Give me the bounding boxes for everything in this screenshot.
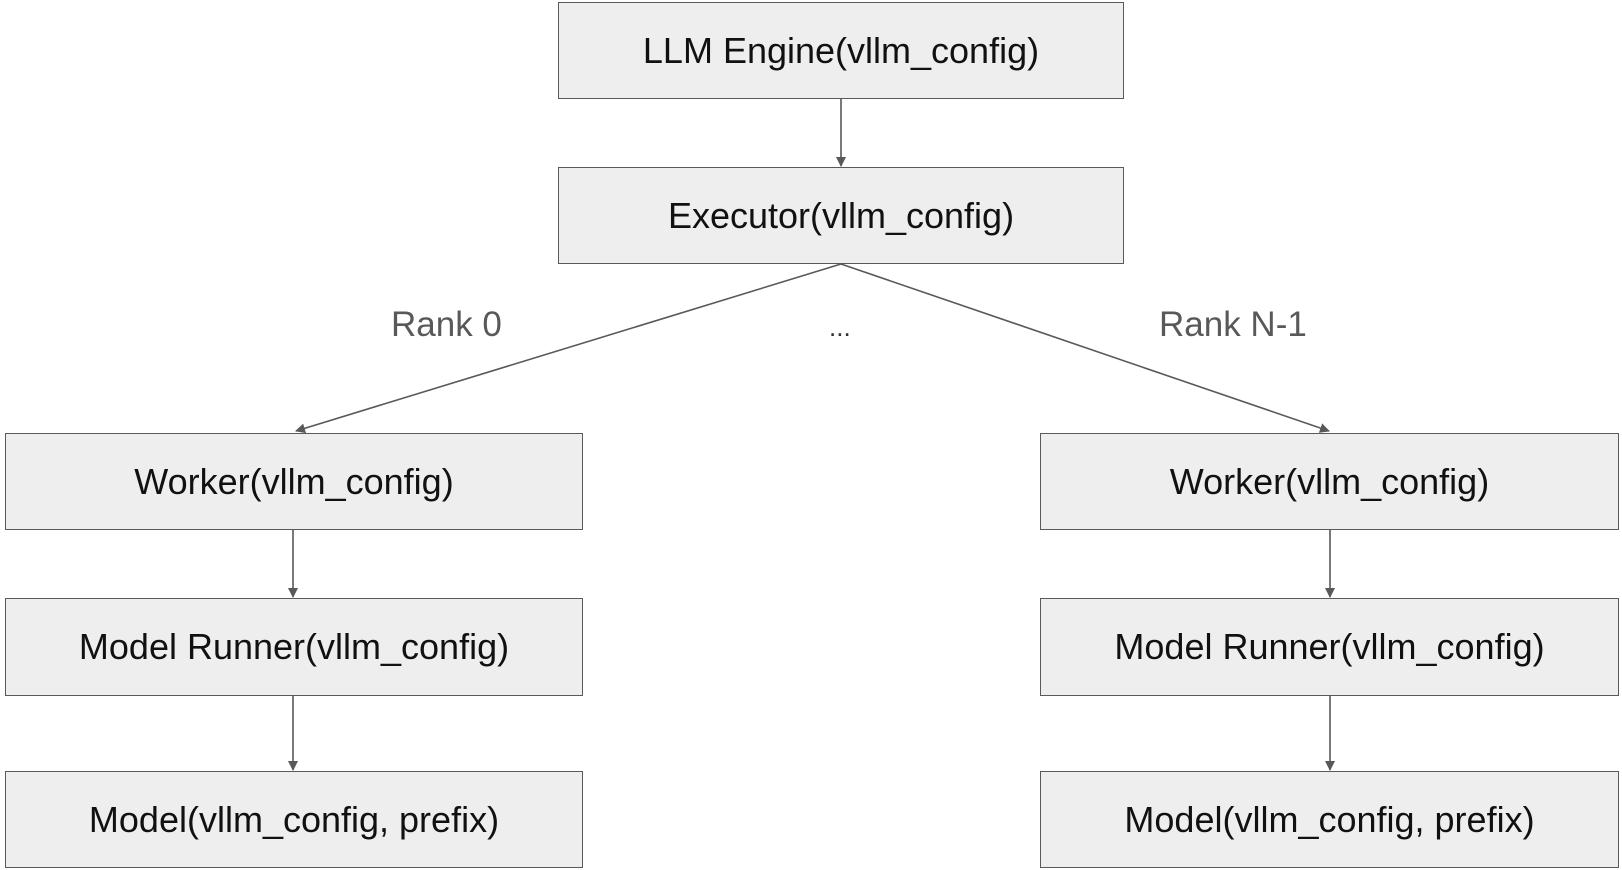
model-left-label: Model(vllm_config, prefix) [88, 798, 500, 840]
worker-right-label: Worker(vllm_config) [1169, 460, 1490, 502]
rank-first-label: Rank 0 [391, 305, 502, 344]
model-left-node: Model(vllm_config, prefix) [5, 771, 583, 868]
worker-left-label: Worker(vllm_config) [134, 460, 454, 502]
model-runner-left-node: Model Runner(vllm_config) [5, 598, 583, 696]
model-runner-right-label: Model Runner(vllm_config) [1114, 626, 1545, 667]
model-right-label: Model(vllm_config, prefix) [1124, 798, 1535, 840]
worker-right-node: Worker(vllm_config) [1040, 433, 1619, 530]
rank-ellipsis-label: ... [829, 312, 851, 342]
rank-last-label: Rank N-1 [1159, 305, 1307, 344]
llm-engine-node: LLM Engine(vllm_config) [558, 2, 1124, 99]
worker-left-node: Worker(vllm_config) [5, 433, 583, 530]
executor-node: Executor(vllm_config) [558, 167, 1124, 264]
arrow-executor-to-worker-left [295, 263, 842, 434]
model-runner-left-label: Model Runner(vllm_config) [78, 626, 510, 667]
llm-engine-label: LLM Engine(vllm_config) [642, 29, 1040, 71]
executor-label: Executor(vllm_config) [667, 194, 1015, 236]
arrow-executor-to-worker-right [840, 263, 1330, 433]
model-right-node: Model(vllm_config, prefix) [1040, 771, 1619, 868]
model-runner-right-node: Model Runner(vllm_config) [1040, 598, 1619, 696]
